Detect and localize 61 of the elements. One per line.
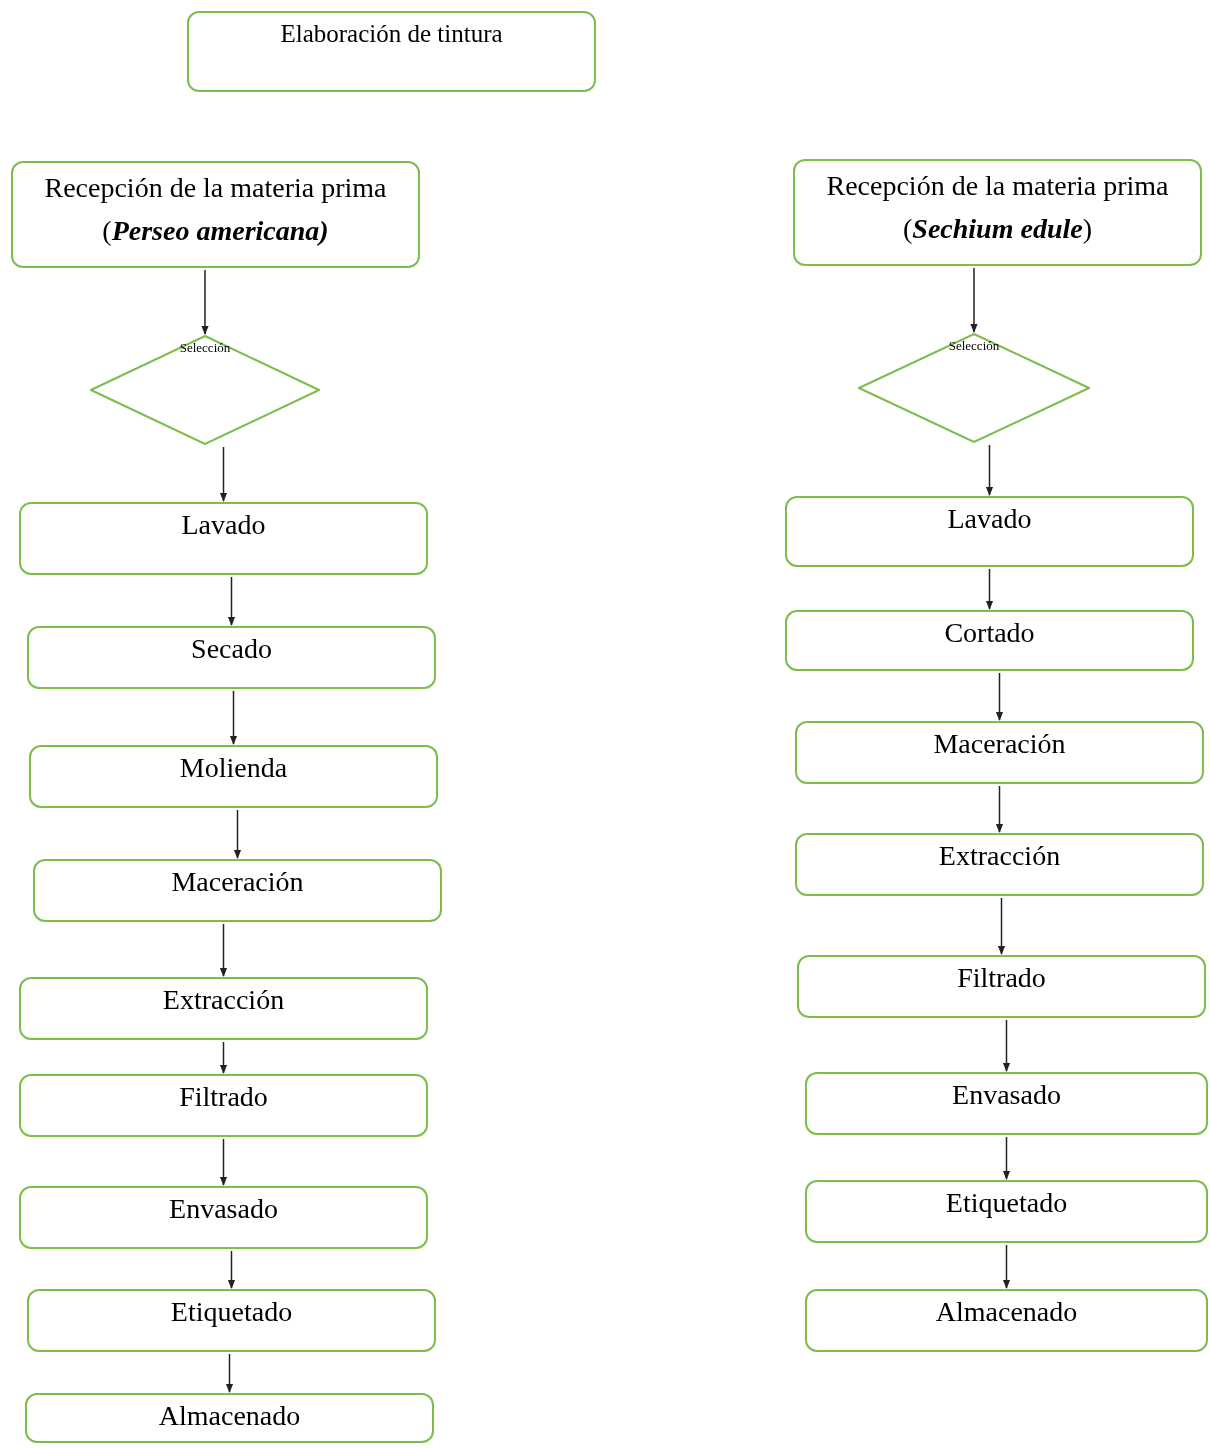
arrow [233,809,242,859]
process-box [187,11,596,92]
process-box [33,859,442,922]
arrow [1002,1244,1011,1289]
process-box [805,1072,1208,1135]
step-label: Etiquetado [170,1295,293,1329]
arrow [225,1353,234,1393]
step-label: Etiquetado [945,1186,1068,1220]
process-box [19,1074,428,1137]
arrow [201,269,209,335]
arrow [1002,1019,1011,1072]
arrow [997,897,1006,955]
step-label: Maceración [171,865,304,899]
step-label: Almacenado [935,1295,1078,1329]
process-box [29,745,438,808]
arrow [229,690,238,745]
arrow [227,1250,236,1289]
arrow [995,672,1004,721]
arrow [970,267,978,333]
process-box [19,1186,428,1249]
process-box [795,721,1204,784]
process-box [793,159,1202,266]
process-box [785,610,1194,671]
arrow [227,576,236,626]
process-box [805,1180,1208,1243]
step-label: Molienda [179,751,288,785]
process-box [27,626,436,689]
process-box [785,496,1194,567]
step-label: Envasado [952,1078,1061,1112]
step-label: Cortado [944,616,1035,650]
step-label: Envasado [169,1192,278,1226]
arrow [219,923,228,977]
step-label: Maceración [933,727,1066,761]
step-label: Filtrado [179,1080,268,1114]
step-label: Extracción [162,983,285,1017]
step-label: Filtrado [957,961,1046,995]
arrow [985,444,994,496]
step-label: Recepción de la materia prima (Sechium edule) [825,169,1170,247]
process-box [11,161,420,268]
step-label: Lavado [181,508,266,542]
process-box [805,1289,1208,1352]
arrow [995,785,1004,833]
process-box [797,955,1206,1018]
arrow [219,1138,228,1186]
step-label: Recepción de la materia prima (Perseo americana) [43,171,388,249]
step-label: Secado [191,632,272,666]
arrow [219,446,228,502]
process-box [19,502,428,575]
step-label: Extracción [938,839,1061,873]
step-label: Selección [179,341,231,354]
step-label: Almacenado [158,1399,301,1433]
process-box [795,833,1204,896]
process-box [19,977,428,1040]
title-text: Elaboración de tintura [280,19,503,49]
process-box [25,1393,434,1443]
step-label: Lavado [947,502,1032,536]
arrow [219,1041,228,1074]
step-label: Selección [948,339,1000,352]
arrow [1002,1136,1011,1180]
process-box [27,1289,436,1352]
arrow [985,568,994,610]
